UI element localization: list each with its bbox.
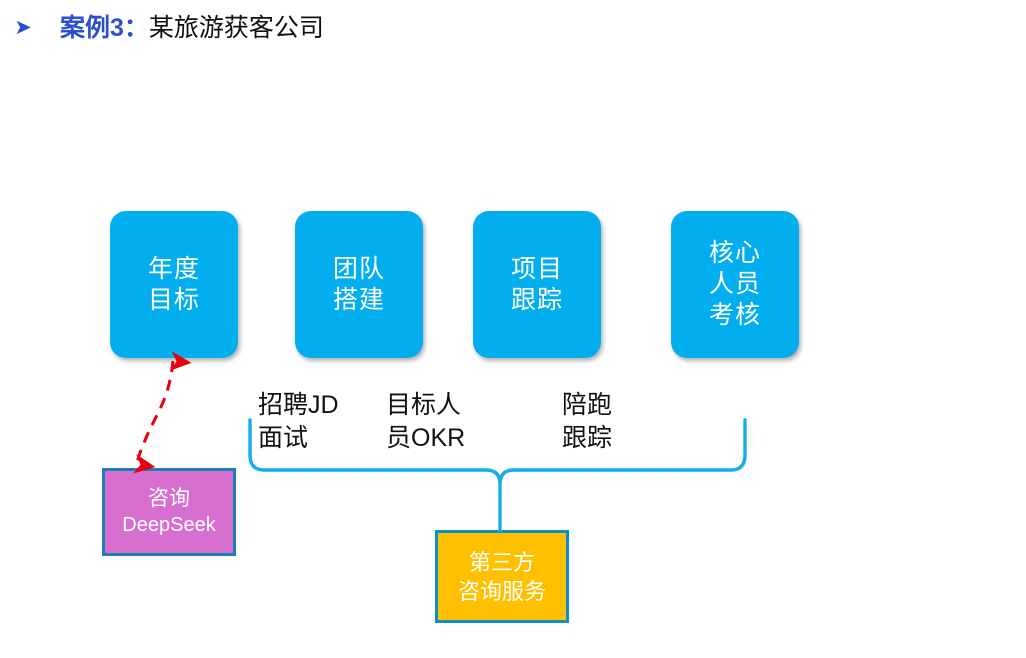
deliverable-label-coach-tracking: 陪跑 跟踪	[562, 389, 612, 455]
process-box-line2: 目标	[147, 285, 200, 314]
deliverable-line2: 跟踪	[562, 424, 613, 452]
process-box-line2: 跟踪	[510, 285, 563, 314]
consult-box-line2: DeepSeek	[122, 514, 216, 536]
process-box-project-tracking[interactable]: 项目 跟踪	[473, 211, 601, 358]
consult-box-line1: 咨询	[148, 487, 190, 510]
deliverable-line2: 员OKR	[386, 424, 466, 452]
arrow-bullet-icon: ➤	[14, 15, 32, 39]
process-box-core-staff-evaluation[interactable]: 核心 人员 考核	[671, 211, 799, 358]
process-box-line1: 项目	[510, 254, 563, 283]
process-box-line3: 考核	[708, 301, 761, 329]
page-title: 案例3：某旅游获客公司	[60, 9, 324, 47]
consult-deepseek-box[interactable]: 咨询 DeepSeek	[102, 468, 236, 556]
process-box-annual-goal[interactable]: 年度 目标	[110, 211, 238, 358]
third-party-line2: 咨询服务	[457, 578, 546, 604]
deliverable-line2: 面试	[258, 424, 309, 452]
slide-title-row: ➤ 案例3：某旅游获客公司	[0, 4, 1026, 48]
process-box-line2: 搭建	[332, 285, 385, 314]
process-box-team-building[interactable]: 团队 搭建	[295, 211, 423, 358]
title-case-label: 案例3：	[60, 14, 149, 42]
third-party-service-box[interactable]: 第三方 咨询服务	[435, 530, 569, 623]
process-box-line1: 年度	[147, 254, 200, 283]
bidirectional-dashed-arrow	[132, 351, 192, 474]
process-box-line2: 人员	[708, 270, 761, 298]
deliverable-label-target-okr: 目标人 员OKR	[386, 389, 465, 455]
deliverable-line1: 招聘JD	[258, 391, 339, 419]
process-box-line1: 团队	[332, 254, 385, 283]
deliverable-line1: 目标人	[386, 391, 462, 419]
deliverable-label-recruit-jd: 招聘JD 面试	[258, 389, 339, 455]
third-party-line1: 第三方	[468, 549, 535, 575]
process-box-line1: 核心	[708, 239, 761, 267]
title-company-label: 某旅游获客公司	[148, 14, 324, 42]
deliverable-line1: 陪跑	[562, 391, 613, 419]
